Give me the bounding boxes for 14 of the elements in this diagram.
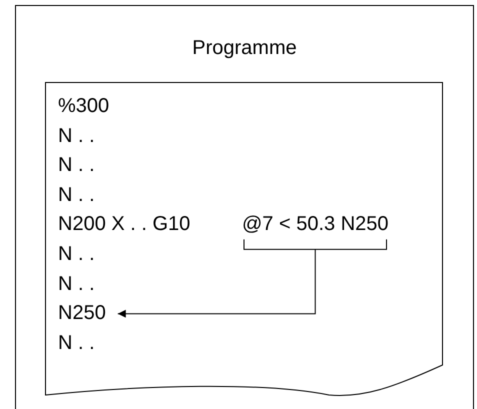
frame-box <box>15 5 474 409</box>
code-line: N . . <box>58 242 95 267</box>
code-line: N . . <box>58 272 95 297</box>
code-line: N . . <box>58 182 95 208</box>
document-sheet <box>45 82 444 397</box>
code-line: %300 <box>58 94 110 119</box>
code-text: N250 <box>58 299 106 328</box>
code-line: N . . <box>58 124 95 149</box>
arrow <box>117 238 388 318</box>
code-line: N200 X . . G10 <box>58 212 190 238</box>
code-line: N . . <box>58 330 95 356</box>
code-text: @7 < 50.3 N250 <box>242 210 389 240</box>
code-line: N . . <box>58 153 95 178</box>
title-text: Programme <box>191 36 298 60</box>
